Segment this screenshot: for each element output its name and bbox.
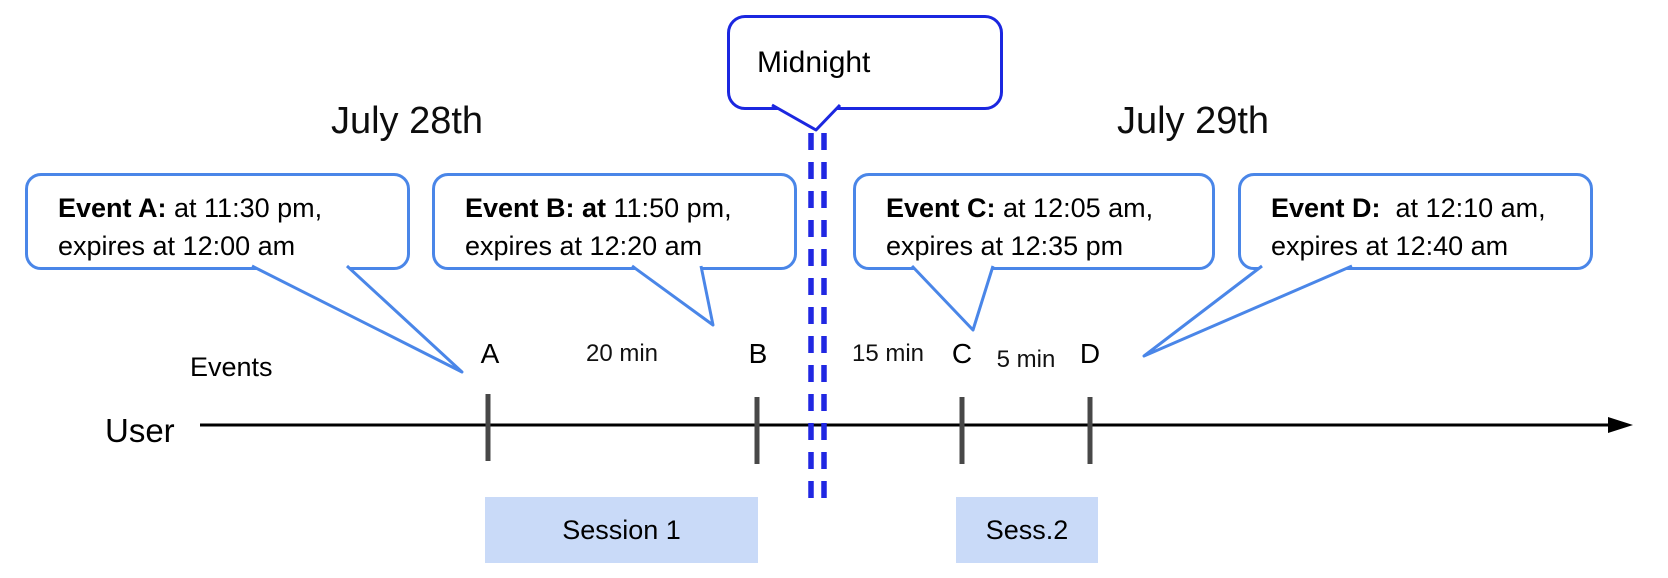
callout-tail-a	[251, 264, 464, 374]
event-d-expiry: expires at 12:40 am	[1271, 231, 1509, 261]
event-c-time: at 12:05 am,	[995, 193, 1154, 223]
session-1-label: Session 1	[562, 514, 681, 545]
event-callout-a: Event A: at 11:30 pm, expires at 12:00 a…	[25, 173, 410, 270]
events-axis-label: Events	[190, 352, 273, 382]
event-c-title: Event C:	[886, 193, 996, 223]
midnight-callout: Midnight	[727, 15, 1003, 110]
event-b-title: Event B: at	[465, 193, 607, 223]
event-d-title: Event D:	[1271, 193, 1381, 223]
callout-tail-b	[631, 264, 715, 327]
event-callout-b: Event B: at 11:50 pm, expires at 12:20 a…	[432, 173, 797, 270]
event-callout-c: Event C: at 12:05 am, expires at 12:35 p…	[853, 173, 1215, 270]
tick-label-a: A	[480, 338, 500, 369]
tick-label-b: B	[748, 338, 768, 369]
midnight-label: Midnight	[757, 45, 871, 79]
callout-tail-c	[910, 264, 995, 332]
event-a-expiry: expires at 12:00 am	[58, 231, 296, 261]
user-axis-label: User	[105, 412, 175, 449]
interval-label-20min: 20 min	[585, 340, 659, 367]
interval-label-5min: 5 min	[996, 346, 1056, 373]
event-d-time: at 12:10 am,	[1380, 193, 1546, 223]
session-1-box: Session 1	[485, 497, 758, 563]
session-2-label: Sess.2	[985, 514, 1069, 545]
event-callout-d: Event D: at 12:10 am, expires at 12:40 a…	[1238, 173, 1593, 270]
session-2-box: Sess.2	[956, 497, 1098, 563]
event-c-expiry: expires at 12:35 pm	[886, 231, 1124, 261]
tick-label-d: D	[1079, 338, 1101, 369]
event-a-time: at 11:30 pm,	[166, 193, 323, 223]
tick-label-c: C	[951, 338, 973, 369]
event-a-title: Event A:	[58, 193, 167, 223]
event-b-expiry: expires at 12:20 am	[465, 231, 703, 261]
callout-tail-d	[1142, 264, 1353, 358]
date-july-28: July 28th	[330, 100, 484, 142]
event-b-time: 11:50 pm,	[606, 193, 732, 223]
timeline-arrowhead-icon	[1608, 417, 1633, 433]
date-july-29: July 29th	[1116, 100, 1270, 142]
interval-label-15min: 15 min	[851, 340, 925, 367]
